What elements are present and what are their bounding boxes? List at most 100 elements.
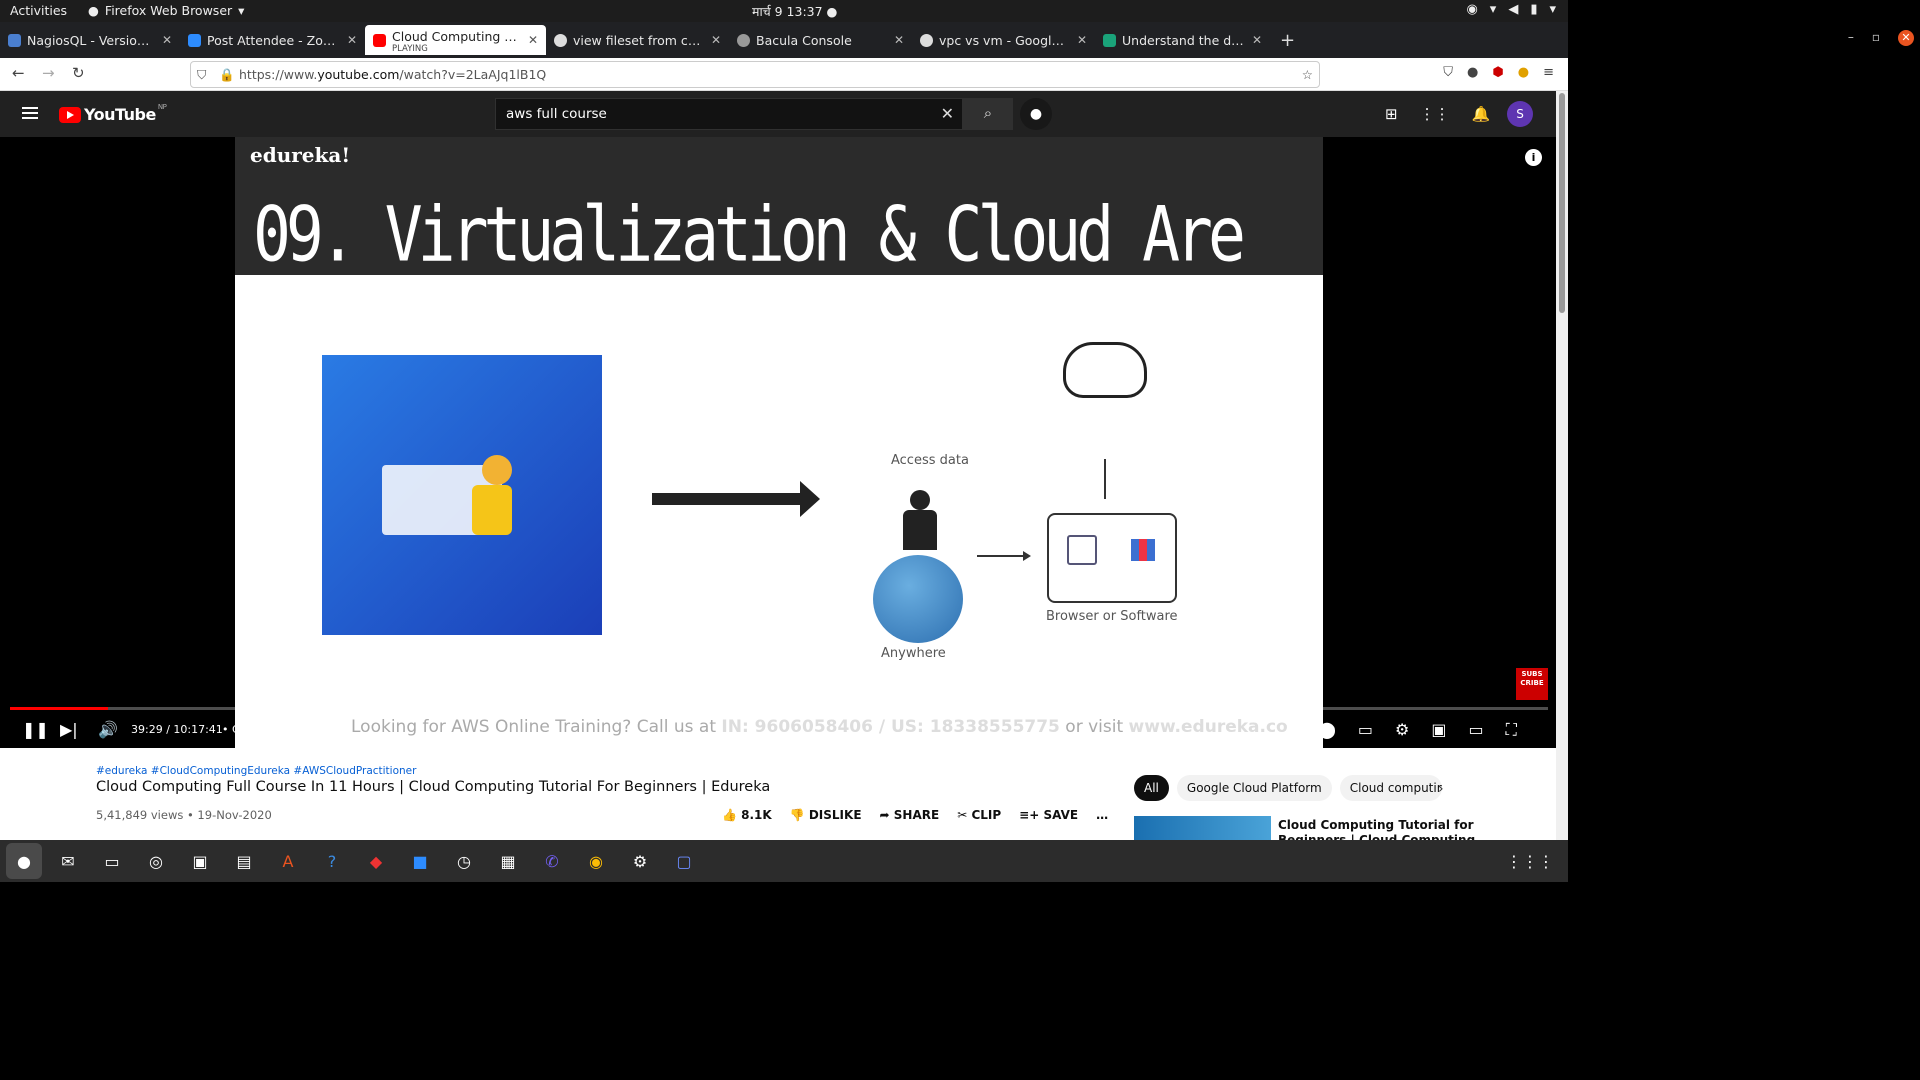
- document-icon[interactable]: ▤: [236, 851, 252, 871]
- rhythmbox-icon[interactable]: ◎: [149, 851, 163, 871]
- extension-icon[interactable]: ●: [1517, 65, 1530, 80]
- youtube-icon: [373, 33, 386, 47]
- close-tab-icon[interactable]: ✕: [710, 33, 721, 47]
- url-bar[interactable]: ⛉ 🔒 https://www.youtube.com/watch?v=2LaA…: [190, 61, 1320, 88]
- show-apps-grid-icon[interactable]: ⋮⋮⋮: [1506, 852, 1554, 871]
- account-icon[interactable]: ●: [1467, 65, 1479, 80]
- search-input[interactable]: aws full course✕: [495, 98, 963, 130]
- close-tab-icon[interactable]: ✕: [1076, 33, 1087, 47]
- page-scrollbar[interactable]: [1556, 91, 1568, 840]
- chip-all[interactable]: All: [1134, 775, 1169, 801]
- tab-nagiosql[interactable]: NagiosQL - Version 3.2.0✕: [0, 25, 180, 55]
- clock-app-icon[interactable]: ◷: [457, 851, 471, 871]
- apps-grid-icon[interactable]: ⋮⋮: [1419, 105, 1450, 123]
- tab-fileset[interactable]: view fileset from console✕: [546, 25, 729, 55]
- tab-bacula[interactable]: Bacula Console✕: [729, 25, 912, 55]
- forward-arrow-icon[interactable]: →: [42, 64, 55, 82]
- settings-gear-icon[interactable]: ⚙: [1395, 720, 1410, 739]
- autoplay-toggle[interactable]: ⬤: [1318, 720, 1336, 739]
- close-tab-icon[interactable]: ✕: [893, 33, 904, 47]
- thunderbird-icon[interactable]: ✉: [61, 851, 75, 871]
- hashtags[interactable]: #edureka #CloudComputingEdureka #AWSClou…: [96, 765, 417, 777]
- more-options-icon[interactable]: …: [1096, 808, 1109, 822]
- files-icon[interactable]: ▭: [104, 851, 120, 871]
- new-tab-button[interactable]: +: [1280, 29, 1296, 51]
- close-tab-icon[interactable]: ✕: [161, 33, 172, 47]
- settings-icon[interactable]: ⚙: [632, 851, 648, 871]
- anydesk-icon[interactable]: ◆: [369, 851, 383, 871]
- search-button[interactable]: ⌕: [963, 98, 1013, 130]
- chrome-icon[interactable]: ◉: [589, 851, 603, 871]
- hamburger-menu-icon[interactable]: [22, 107, 38, 119]
- video-player[interactable]: edureka! 09. Virtualization & Cloud Are …: [0, 137, 1556, 748]
- lock-icon[interactable]: 🔒: [219, 67, 235, 82]
- shield-icon[interactable]: ⛉: [197, 67, 207, 82]
- close-window-button[interactable]: ✕: [1898, 30, 1914, 46]
- chapter-title[interactable]: • Cloud Computing Myths ›: [222, 723, 372, 736]
- nagios-icon: [8, 33, 21, 47]
- miniplayer-icon[interactable]: ▣: [1431, 720, 1447, 739]
- battery-icon: ▮: [1530, 2, 1538, 17]
- tab-vpc-search[interactable]: vpc vs vm - Google Search✕: [912, 25, 1095, 55]
- clip-button[interactable]: ✂ CLIP: [957, 808, 1002, 822]
- user-icon[interactable]: ◉: [1466, 2, 1478, 17]
- save-button[interactable]: ≡+ SAVE: [1019, 808, 1079, 822]
- share-button[interactable]: ➦ SHARE: [879, 808, 940, 822]
- tab-zoom[interactable]: Post Attendee - Zoom✕: [180, 25, 365, 55]
- chip-cloud-computing[interactable]: Cloud computing: [1339, 775, 1442, 801]
- avatar[interactable]: S: [1507, 101, 1533, 127]
- chip-google-cloud[interactable]: Google Cloud Platform: [1176, 775, 1332, 801]
- taskbar-dock: ● ✉ ▭ ◎ ▣ ▤ A ? ◆ ■ ◷ ▦ ✆ ◉ ⚙ ▢ ⋮⋮⋮: [0, 840, 1568, 882]
- help-icon[interactable]: ?: [327, 851, 337, 871]
- app-menu[interactable]: ●Firefox Web Browser▾: [88, 3, 244, 18]
- tab-understand[interactable]: Understand the differenc✕: [1095, 25, 1270, 55]
- power-menu-icon[interactable]: ▾: [1549, 2, 1556, 17]
- subscribe-watermark[interactable]: SUBS CRIBE: [1516, 668, 1548, 700]
- software-center-icon[interactable]: A: [282, 851, 294, 871]
- back-arrow-icon[interactable]: ←: [12, 64, 25, 82]
- chevron-right-icon[interactable]: ›: [1438, 781, 1444, 797]
- like-button[interactable]: 👍 8.1K: [722, 808, 772, 822]
- system-tray[interactable]: ◉ ▾ ◀ ▮ ▾: [1466, 2, 1556, 17]
- google-icon: [554, 33, 567, 47]
- reload-icon[interactable]: ↻: [72, 64, 85, 82]
- clock[interactable]: मार्च 9 13:37 ●: [752, 4, 838, 19]
- dislike-button[interactable]: 👎 DISLIKE: [789, 808, 862, 822]
- create-video-icon[interactable]: ⊞: [1385, 105, 1398, 123]
- adblock-icon[interactable]: ⬢: [1492, 65, 1504, 80]
- info-icon[interactable]: i: [1525, 149, 1542, 166]
- small-arrow-shape: [977, 551, 1031, 561]
- clear-search-icon[interactable]: ✕: [940, 104, 954, 123]
- next-icon[interactable]: ▶|: [60, 720, 78, 739]
- cloud-icon: [1063, 342, 1147, 398]
- tab-youtube-active[interactable]: Cloud Computing Full CoPLAYING✕: [365, 25, 546, 55]
- calendar-icon[interactable]: ▦: [500, 851, 516, 871]
- header-actions: ⊞ ⋮⋮ 🔔: [1385, 105, 1490, 123]
- video-actions: 👍 8.1K 👎 DISLIKE ➦ SHARE ✂ CLIP ≡+ SAVE …: [722, 808, 1108, 822]
- voice-search-button[interactable]: ●: [1020, 98, 1052, 130]
- pause-icon[interactable]: ❚❚: [22, 720, 49, 739]
- fullscreen-icon[interactable]: ⛶: [1505, 720, 1517, 739]
- close-tab-icon[interactable]: ✕: [527, 33, 538, 47]
- subtitles-icon[interactable]: ▭: [1357, 720, 1374, 739]
- recommendation-thumbnail[interactable]: [1134, 816, 1271, 840]
- theater-mode-icon[interactable]: ▭: [1468, 720, 1484, 739]
- screenshot-icon[interactable]: ▢: [676, 851, 692, 871]
- menu-icon[interactable]: ≡: [1543, 65, 1554, 80]
- close-tab-icon[interactable]: ✕: [1251, 33, 1262, 47]
- pocket-icon[interactable]: ⛉: [1443, 65, 1454, 80]
- close-tab-icon[interactable]: ✕: [346, 33, 357, 47]
- viber-icon[interactable]: ✆: [545, 851, 559, 871]
- bookmark-star-icon[interactable]: ☆: [1301, 67, 1313, 82]
- minimize-button[interactable]: –: [1847, 30, 1854, 44]
- terminal-icon[interactable]: ▣: [192, 851, 208, 871]
- zoom-app-icon[interactable]: ■: [412, 851, 428, 871]
- maximize-button[interactable]: ▫: [1871, 30, 1880, 44]
- firefox-icon[interactable]: ●: [6, 843, 42, 879]
- notifications-bell-icon[interactable]: 🔔: [1471, 105, 1491, 123]
- activities-button[interactable]: Activities: [10, 3, 68, 18]
- volume-icon[interactable]: 🔊: [98, 720, 118, 739]
- progress-bar[interactable]: [10, 707, 1548, 710]
